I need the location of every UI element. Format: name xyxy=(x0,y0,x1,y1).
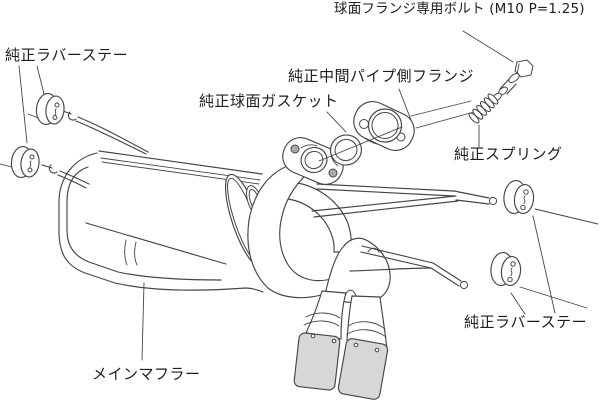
bolt-hole xyxy=(328,168,338,178)
bolt-hole xyxy=(359,119,369,129)
muffler-side-flange xyxy=(282,137,344,185)
leader-stay-right-upper xyxy=(532,215,556,314)
label-rubber-stay-right: 純正ラバーステー xyxy=(464,313,588,331)
assembly-axis xyxy=(318,100,475,162)
rubber-stay-left-lower xyxy=(10,145,40,179)
label-rubber-stay-left: 純正ラバーステー xyxy=(5,46,129,64)
label-spring: 純正スプリング xyxy=(454,145,563,163)
bolt-head xyxy=(514,59,534,78)
hanger-rod-right-lower xyxy=(349,245,469,290)
leader-gasket xyxy=(326,111,347,133)
bolt-hole xyxy=(290,144,300,154)
rubber-stay-right-upper xyxy=(503,179,535,215)
muffler-outlet-pipe xyxy=(287,181,352,253)
axis-through-lines xyxy=(519,208,599,309)
bolt-shaft xyxy=(499,78,510,90)
rod-end-ball xyxy=(459,280,469,290)
exhaust-tip-right xyxy=(337,338,389,400)
bolt-washer xyxy=(508,73,520,83)
leader-stay-right-lower xyxy=(510,292,526,315)
hanger-rod-left-upper xyxy=(62,110,149,155)
label-spherical-gasket: 純正球面ガスケット xyxy=(199,92,339,110)
intermediate-pipe-flange xyxy=(353,101,415,151)
leader-lines xyxy=(0,30,556,361)
hanger-rod-right-upper xyxy=(311,183,498,218)
exhaust-tip-left xyxy=(293,332,341,391)
leader-bolt xyxy=(462,30,514,63)
canister-bottom-edge xyxy=(85,222,227,265)
leader-mid-flange xyxy=(398,88,412,121)
tail-pipe-left xyxy=(305,290,347,340)
muffler-canister xyxy=(85,150,268,269)
hanger-rod-left-lower xyxy=(41,164,90,189)
leader-muffler xyxy=(141,282,145,361)
y-junction-assembly xyxy=(293,237,469,400)
label-main-muffler: メインマフラー xyxy=(92,365,201,383)
flange-opening xyxy=(367,108,403,143)
flange-bolt-and-spring xyxy=(468,59,534,124)
rubber-stay-left-upper xyxy=(35,92,65,126)
label-mid-pipe-flange: 純正中間パイプ側フランジ xyxy=(288,67,475,85)
leader-stay-left-upper xyxy=(36,65,45,95)
rubber-stay-right-lower xyxy=(490,251,522,287)
label-flange-bolt: 球面フランジ専用ボルト (M10 P=1.25) xyxy=(334,1,585,17)
canister-top-edge xyxy=(98,150,263,175)
rod-clamp xyxy=(367,247,380,253)
loop-slip-seam xyxy=(124,239,128,266)
muffler-loop-pipe xyxy=(58,152,264,293)
rod-end-ball xyxy=(488,196,498,206)
leader-stay-left-lower xyxy=(18,65,28,144)
spring-coil xyxy=(468,93,499,124)
